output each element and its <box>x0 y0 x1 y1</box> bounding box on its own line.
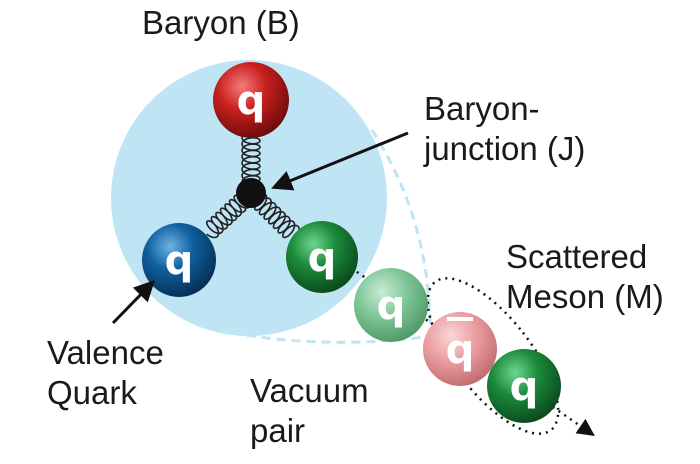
junction-label-line2: junction (J) <box>424 130 586 167</box>
meson-ellipse <box>426 277 560 435</box>
antiquark-light-red-vacuum: q <box>423 312 497 386</box>
dashed-outline <box>370 129 432 331</box>
scattered-label-line1: Scattered <box>506 238 648 275</box>
quark-red-top: q <box>213 62 289 138</box>
svg-text:q: q <box>377 283 406 329</box>
junction-arrow <box>271 131 409 191</box>
vacuum-label-line2: pair <box>250 412 306 449</box>
vacuum-label-line1: Vacuum <box>250 372 369 409</box>
valence-label-line2: Quark <box>47 374 137 411</box>
svg-text:q: q <box>237 78 266 124</box>
baryon-junction-dot <box>236 178 266 208</box>
valence-arrow <box>111 279 155 325</box>
quark-green-meson: q <box>487 349 561 423</box>
svg-text:q: q <box>308 235 337 281</box>
scattered-label-line2: Meson (M) <box>506 278 664 315</box>
junction-label-line1: Baryon- <box>424 90 540 127</box>
svg-text:q: q <box>446 327 475 373</box>
svg-text:q: q <box>510 364 539 410</box>
quark-light-green-vacuum: q <box>354 268 428 342</box>
baryon-label: Baryon (B) <box>142 4 300 41</box>
valence-label-line1: Valence <box>47 334 164 371</box>
svg-text:q: q <box>165 238 194 284</box>
quark-blue-valence: q <box>142 223 216 297</box>
quark-green-right: q <box>286 221 358 293</box>
